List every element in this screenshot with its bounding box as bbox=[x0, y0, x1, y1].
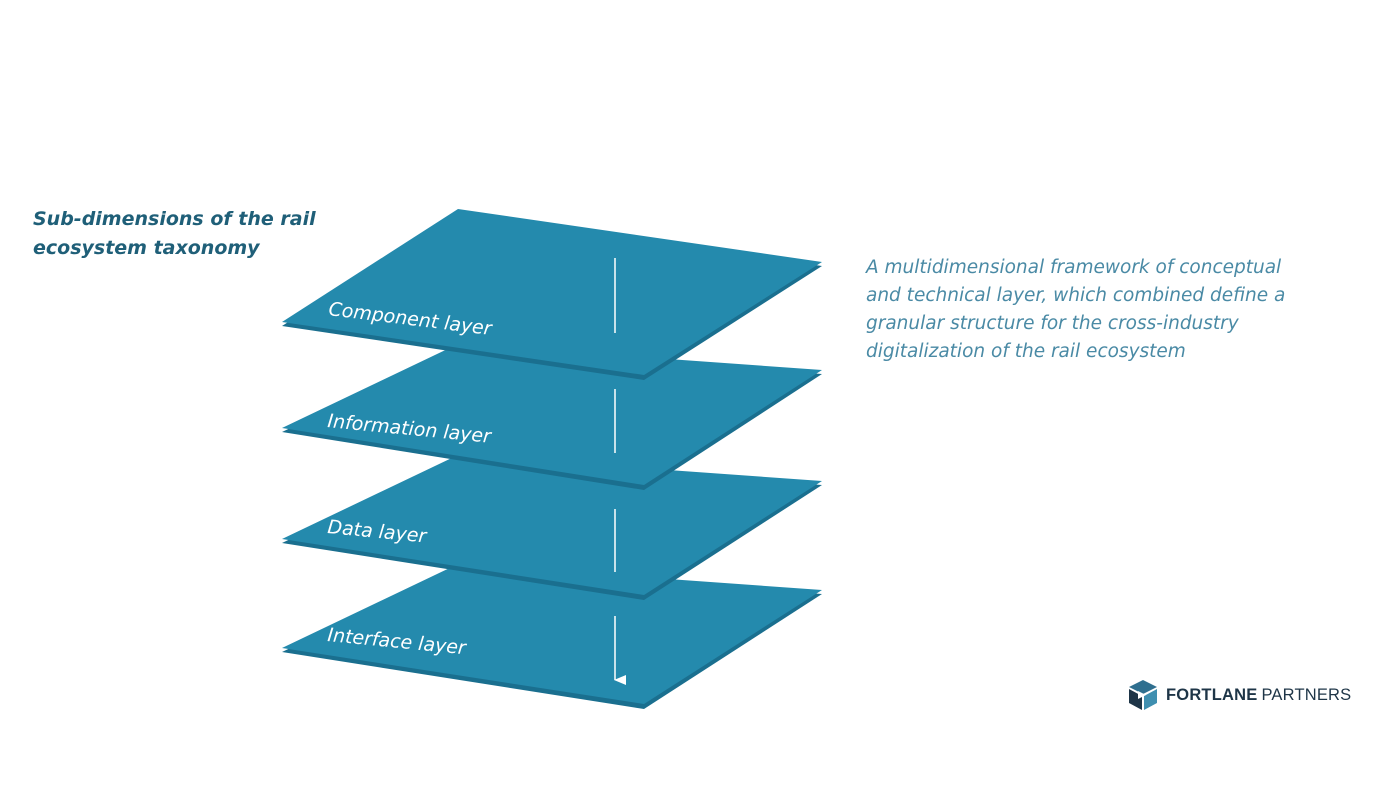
layer-data: Data layer bbox=[282, 455, 822, 600]
logo-name-light: PARTNERS bbox=[1261, 685, 1352, 704]
description-line-1: A multidimensional framework of conceptu… bbox=[866, 257, 1282, 278]
layer-interface: Interface layer bbox=[282, 564, 822, 709]
logo-name-bold: FORTLANE bbox=[1166, 685, 1258, 704]
description-line-2: and technical layer, which combined defi… bbox=[866, 285, 1286, 306]
layer-plane-top bbox=[282, 564, 822, 704]
layer-plane bbox=[282, 344, 822, 485]
description-line-4: digitalization of the rail ecosystem bbox=[866, 341, 1186, 362]
layer-plane bbox=[282, 455, 822, 595]
diagram-heading: Sub-dimensions of the rail ecosystem tax… bbox=[33, 205, 353, 263]
fortlane-cube-icon bbox=[1129, 680, 1157, 710]
heading-line-2: ecosystem taxonomy bbox=[33, 237, 260, 259]
layer-component: Component layer bbox=[282, 209, 822, 380]
heading-line-1: Sub-dimensions of the rail bbox=[33, 208, 316, 230]
layer-information: Information layer bbox=[282, 344, 822, 490]
layer-plane bbox=[282, 209, 822, 375]
framework-description: A multidimensional framework of conceptu… bbox=[866, 254, 1366, 366]
description-line-3: granular structure for the cross-industr… bbox=[866, 313, 1239, 334]
